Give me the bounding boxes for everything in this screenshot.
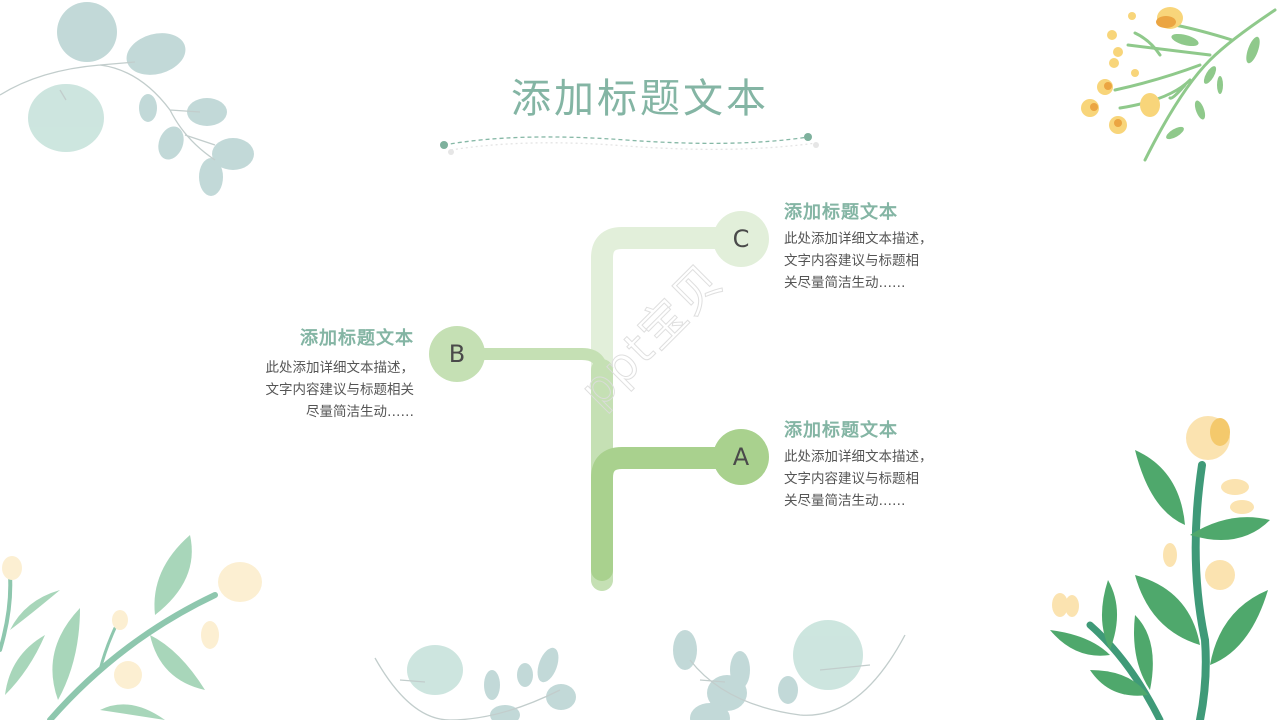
green-flower-stem-bottom-right-icon [1050,416,1270,720]
description-line: 尽量简洁生动…… [306,404,414,420]
description-line: 关尽量简洁生动…… [784,493,906,509]
yellow-flower-branch-top-right-icon [1081,7,1277,162]
eucalyptus-branch-bottom-center-icon [374,620,906,720]
node-c-label: C [732,225,750,253]
node-b: B [429,326,485,382]
cream-flower-branch-bottom-left-icon [0,535,262,720]
description-line: 此处添加详细文本描述， [265,360,415,376]
eucalyptus-branch-top-left-icon [0,2,254,196]
description-line: 文字内容建议与标题相关 [265,382,415,398]
title-divider [440,133,819,155]
node-c: C [713,211,769,267]
description-line: 关尽量简洁生动…… [784,275,906,291]
description-line: 此处添加详细文本描述， [784,449,933,465]
description-line: 文字内容建议与标题相 [784,253,919,269]
node-c-heading: 添加标题文本 [784,202,898,223]
node-b-label: B [448,340,466,368]
node-b-heading: 添加标题文本 [300,328,414,349]
slide-title: 添加标题文本 [511,76,769,122]
description-line: 文字内容建议与标题相 [784,471,919,487]
description-line: 此处添加详细文本描述， [784,231,933,247]
node-c-description: 此处添加详细文本描述， 文字内容建议与标题相 关尽量简洁生动…… [784,228,933,294]
node-a-description: 此处添加详细文本描述， 文字内容建议与标题相 关尽量简洁生动…… [784,446,933,512]
node-a-heading: 添加标题文本 [784,420,898,441]
node-a-label: A [732,443,750,471]
node-b-description: 此处添加详细文本描述， 文字内容建议与标题相关 尽量简洁生动…… [214,357,415,423]
node-a: A [713,429,769,485]
